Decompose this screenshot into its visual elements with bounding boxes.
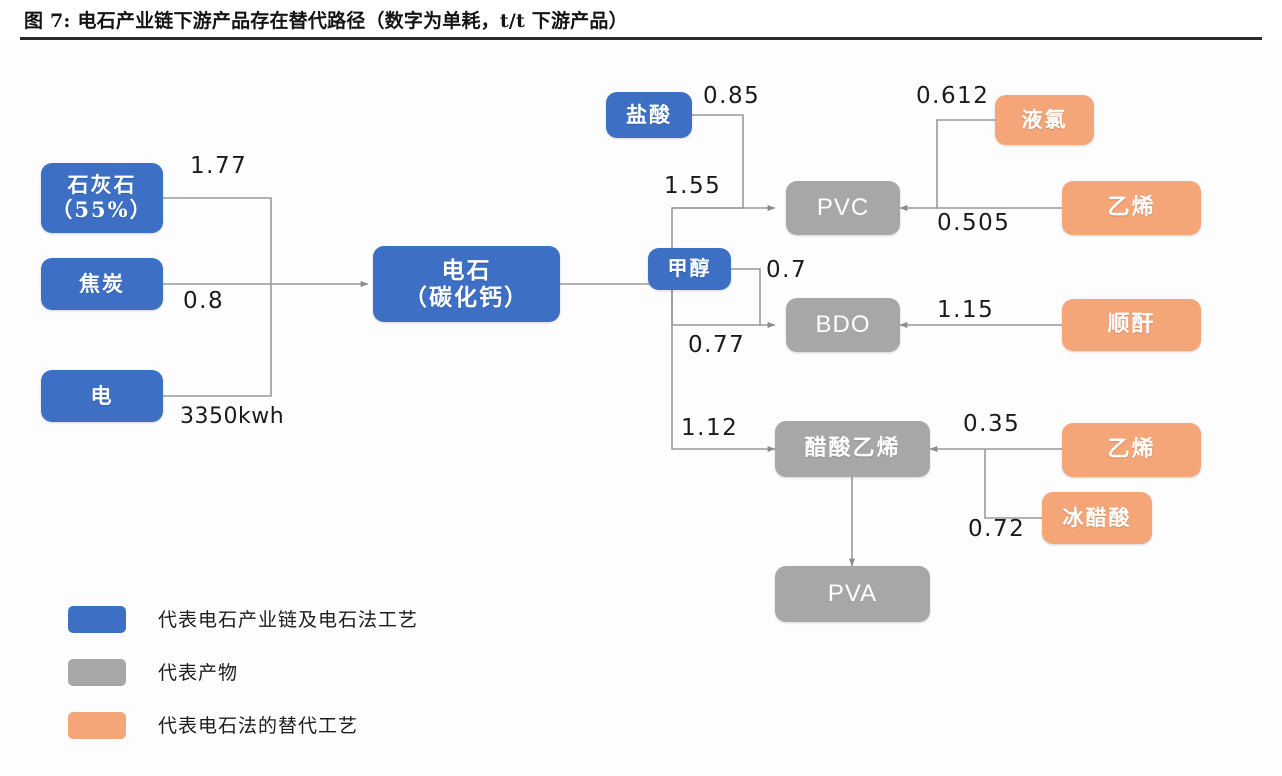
node-carbide-sublabel: （碳化钙） [404, 284, 529, 311]
node-pvc-label: PVC [816, 193, 870, 221]
edge-label-hcl-to-pvc: 0.85 [703, 83, 761, 109]
title-divider [20, 37, 1262, 40]
node-vinyl-acetate-label: 醋酸乙烯 [804, 435, 901, 462]
page-title: 图 7: 电石产业链下游产品存在替代路径（数字为单耗，t/t 下游产品） [24, 10, 628, 32]
node-carbide-label: 电石 [441, 256, 492, 284]
node-vinyl-acetate[interactable]: 醋酸乙烯 [775, 421, 930, 477]
node-liquid-chlorine-label: 液氯 [1021, 106, 1068, 132]
legend: 代表电石产业链及电石法工艺 代表产物 代表电石法的替代工艺 [68, 598, 538, 757]
node-coke[interactable]: 焦炭 [41, 258, 163, 310]
node-pvc[interactable]: PVC [786, 181, 900, 235]
edge-label-chlorine-to-pvc: 0.612 [916, 83, 990, 109]
legend-label-alternative: 代表电石法的替代工艺 [158, 715, 359, 737]
edge-label-carbide-to-bdo: 0.77 [688, 332, 746, 358]
wire-electricity-to-carbide [163, 284, 272, 397]
node-bdo[interactable]: BDO [786, 298, 900, 352]
node-limestone[interactable]: 石灰石 （55%） [41, 163, 163, 233]
legend-item-carbide-chain: 代表电石产业链及电石法工艺 [68, 598, 538, 651]
node-methanol-label: 甲醇 [667, 256, 712, 281]
wire-acetic-to-vac [984, 449, 1042, 519]
legend-label-carbide-chain: 代表电石产业链及电石法工艺 [158, 609, 419, 631]
edge-label-carbide-to-vac: 1.12 [681, 415, 739, 441]
node-carbide[interactable]: 电石 （碳化钙） [373, 246, 560, 322]
diagram-canvas: 石灰石 （55%） 焦炭 电 电石 （碳化钙） 盐酸 甲醇 PVC [0, 42, 1282, 776]
edge-label-limestone-to-carbide: 1.77 [190, 153, 248, 179]
node-ethylene-vac[interactable]: 乙烯 [1062, 423, 1201, 477]
wire-methanol-to-bdo [731, 268, 761, 325]
edge-label-ethylene-to-pvc: 0.505 [937, 210, 1011, 236]
node-ethylene-vac-label: 乙烯 [1107, 436, 1156, 463]
node-pva[interactable]: PVA [775, 566, 930, 622]
legend-swatch-gray [68, 659, 126, 686]
legend-item-product: 代表产物 [68, 651, 538, 704]
node-hydrochloric-acid[interactable]: 盐酸 [606, 92, 692, 138]
wire-carbide-to-vac [671, 284, 776, 453]
node-glacial-acetic-acid-label: 冰醋酸 [1062, 504, 1132, 530]
node-methanol[interactable]: 甲醇 [648, 248, 731, 290]
edge-label-methanol-to-bdo: 0.7 [766, 257, 808, 283]
edge-label-ethylene-to-vac: 0.35 [963, 411, 1021, 437]
legend-swatch-blue [68, 606, 126, 633]
node-glacial-acetic-acid[interactable]: 冰醋酸 [1042, 492, 1152, 544]
node-ethylene-pvc[interactable]: 乙烯 [1062, 181, 1201, 235]
node-maleic-anhydride-label: 顺酐 [1107, 311, 1156, 338]
node-hydrochloric-acid-label: 盐酸 [626, 101, 672, 127]
legend-item-alternative: 代表电石法的替代工艺 [68, 704, 538, 757]
edge-label-electricity-to-carbide: 3350kwh [180, 404, 285, 429]
edge-label-coke-to-carbide: 0.8 [183, 288, 225, 314]
legend-label-product: 代表产物 [158, 662, 239, 684]
node-coke-label: 焦炭 [79, 270, 125, 296]
wire-chlorine-to-pvc [936, 119, 995, 208]
edge-label-maleic-to-bdo: 1.15 [937, 297, 995, 323]
node-electricity-label: 电 [90, 382, 114, 408]
node-pva-label: PVA [827, 579, 878, 607]
edge-label-carbide-to-pvc: 1.55 [664, 173, 722, 199]
node-ethylene-pvc-label: 乙烯 [1107, 194, 1156, 221]
legend-swatch-orange [68, 712, 126, 739]
wire-hcl-to-pvc [692, 114, 744, 208]
node-liquid-chlorine[interactable]: 液氯 [995, 95, 1094, 145]
edge-label-acetic-to-vac: 0.72 [968, 516, 1026, 542]
node-limestone-sublabel: （55%） [51, 197, 153, 222]
node-bdo-label: BDO [815, 310, 871, 338]
node-maleic-anhydride[interactable]: 顺酐 [1062, 299, 1201, 351]
wire-limestone-to-carbide [163, 197, 272, 284]
node-electricity[interactable]: 电 [41, 370, 163, 422]
figure-header: 图 7: 电石产业链下游产品存在替代路径（数字为单耗，t/t 下游产品） [0, 0, 1282, 42]
node-limestone-label: 石灰石 [67, 172, 137, 198]
